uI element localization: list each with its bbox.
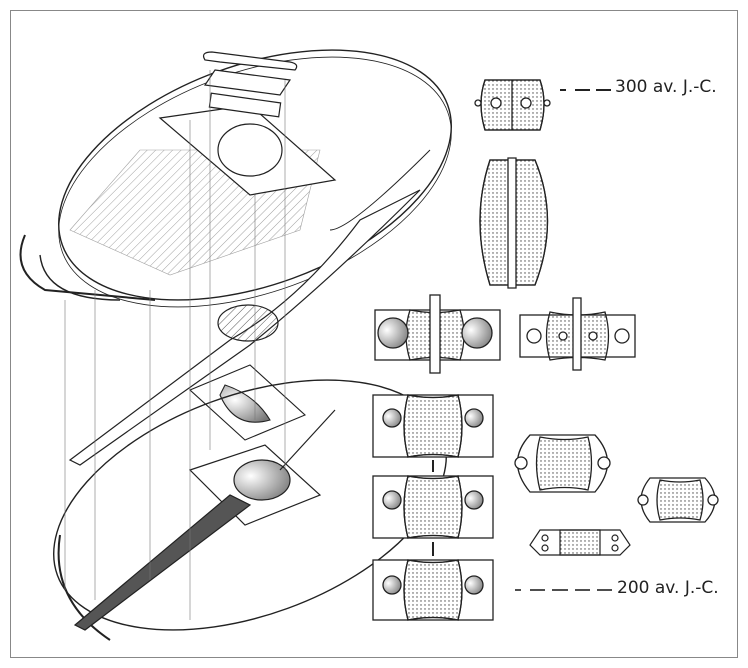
artifact-5 — [514, 434, 611, 493]
lower-clamp — [73, 409, 336, 631]
artifact-3b — [519, 297, 636, 371]
middle-clamp — [188, 364, 307, 441]
date-label-top: 300 av. J.-C. — [615, 77, 717, 97]
artifact-2 — [479, 157, 549, 289]
date-label-bottom: 200 av. J.-C. — [617, 578, 719, 598]
artifact-3a — [374, 294, 501, 374]
artifact-4-stack — [372, 394, 494, 621]
artifact-1 — [474, 79, 551, 131]
artifact-7 — [529, 529, 631, 556]
artifact-6 — [637, 477, 719, 523]
spine — [68, 189, 421, 466]
projection-lines — [64, 70, 286, 620]
deck-plate — [158, 51, 337, 196]
